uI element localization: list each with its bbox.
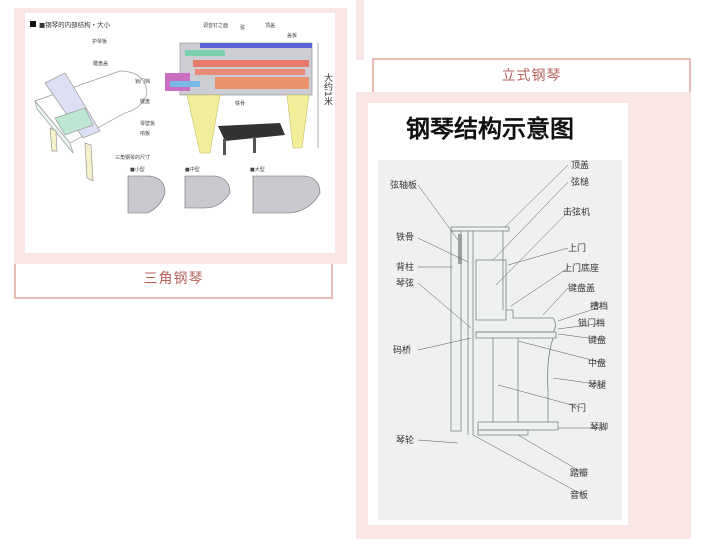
label: 下门	[568, 402, 586, 414]
label: 键盘	[140, 98, 150, 105]
cross-section-illustration	[165, 42, 319, 155]
height-label: 大约1米	[322, 73, 332, 106]
label: 响板	[140, 130, 150, 137]
label: ■中型	[185, 166, 200, 173]
upright-section-drawing: 弦轴板 铁骨 背柱 琴弦 码桥 琴轮 顶盖 弦槌 击弦机 上门 上门底座 键盘盖…	[390, 159, 608, 501]
size-outlines	[127, 175, 321, 214]
label: 码桥	[393, 344, 411, 356]
label: 琴壁板	[140, 120, 155, 127]
label: 上门	[568, 242, 586, 254]
label: 锁门档	[135, 78, 150, 85]
label: 上门底座	[563, 262, 599, 274]
label: 琴腿	[588, 380, 606, 391]
label: 琴轮	[396, 434, 414, 446]
label: 键盘盖	[568, 282, 595, 294]
piano-3d-illustration	[34, 70, 148, 182]
label: 弦槌	[571, 176, 589, 188]
label: 中盘	[588, 357, 606, 369]
upright-piano-diagram: 钢琴结构示意图	[368, 103, 628, 525]
label: 背柱	[396, 261, 414, 273]
label: 弦	[240, 24, 245, 31]
label: ■小型	[130, 166, 145, 173]
label: 铁骨	[396, 231, 414, 243]
label: 调音钉之面	[203, 22, 228, 29]
upright-piano-caption: 立式钢琴	[372, 58, 691, 93]
label: 铁骨	[235, 100, 245, 107]
label: 盖板	[287, 32, 297, 39]
label: 键盘	[588, 334, 606, 346]
grand-piano-card: ■钢琴的内部结构・大小	[14, 8, 347, 264]
label: 琴脚	[590, 422, 608, 433]
label: 弦轴板	[390, 179, 417, 191]
label: 锁门档	[578, 317, 605, 329]
side-strip	[356, 0, 364, 60]
label: 踏瓣	[570, 467, 588, 479]
grand-piano-caption: 三角钢琴	[14, 264, 333, 299]
grand-piano-diagram: ■钢琴的内部结构・大小	[25, 13, 335, 253]
label: 键盘盖	[93, 60, 108, 67]
label: 三角钢琴的尺寸	[115, 154, 150, 161]
label: 顶盖	[265, 22, 275, 29]
label: 琴弦	[396, 277, 414, 289]
label: 槽档	[590, 300, 608, 312]
label: ■大型	[250, 166, 265, 173]
label: 顶盖	[571, 160, 589, 171]
label: 音板	[570, 489, 588, 501]
diagram-title: ■钢琴的内部结构・大小	[39, 20, 111, 29]
diagram-title: 钢琴结构示意图	[406, 114, 574, 143]
label: 护琴板	[92, 38, 107, 45]
upright-piano-card: 钢琴结构示意图	[356, 92, 691, 539]
label: 击弦机	[563, 206, 590, 218]
